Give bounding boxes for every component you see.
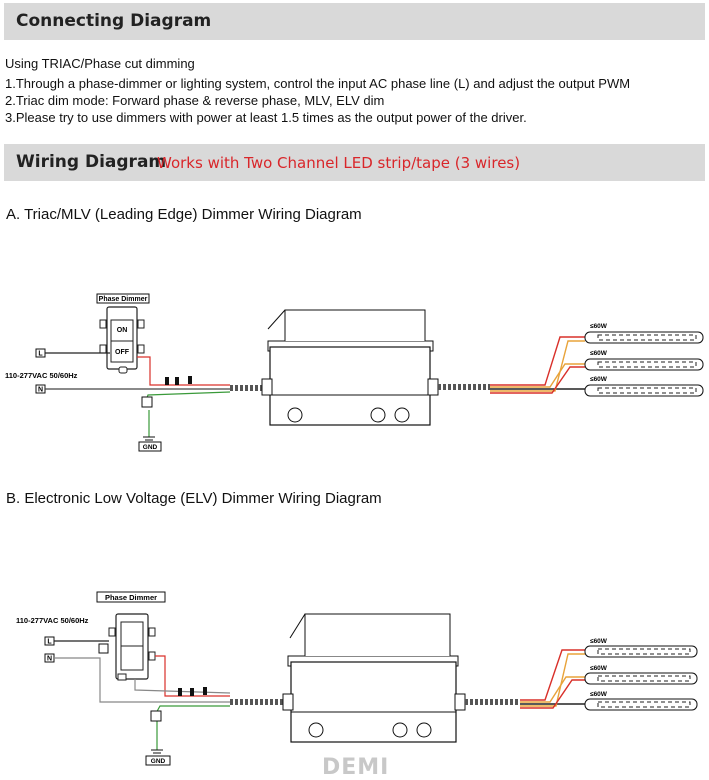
gnd-label-a: GND: [143, 444, 158, 451]
on-label: ON: [117, 327, 128, 334]
voltage-label-b: 110-277VAC 50/60Hz: [16, 616, 89, 625]
instruction-2: 2.Triac dim mode: Forward phase & revers…: [5, 93, 385, 108]
led-driver-a: [261, 309, 439, 426]
instruction-1: 1.Through a phase-dimmer or lighting sys…: [5, 76, 631, 91]
n-terminal-b: N: [47, 656, 52, 663]
n-terminal-a: N: [38, 387, 43, 394]
wiring-diagram-note: Works with Two Channel LED strip/tape (3…: [157, 154, 521, 172]
strip-power-1-a: ≤60W: [590, 323, 608, 330]
off-label: OFF: [115, 349, 130, 356]
strip-power-2-b: ≤60W: [590, 665, 608, 672]
gnd-label-b: GND: [151, 758, 166, 765]
l-terminal-b: L: [47, 639, 52, 646]
led-driver-b: [282, 613, 466, 743]
strip-power-2-a: ≤60W: [590, 350, 608, 357]
led-strips-a: ≤60W ≤60W ≤60W: [584, 323, 704, 397]
strip-power-1-b: ≤60W: [590, 638, 608, 645]
strip-power-3-a: ≤60W: [590, 376, 608, 383]
strip-power-3-b: ≤60W: [590, 691, 608, 698]
l-terminal-a: L: [38, 351, 43, 358]
diagram-b-heading: B. Electronic Low Voltage (ELV) Dimmer W…: [6, 490, 382, 507]
phase-dimmer-b: Phase Dimmer: [96, 591, 166, 681]
instruction-3: 3.Please try to use dimmers with power a…: [5, 110, 527, 125]
connecting-diagram-title: Connecting Diagram: [16, 11, 212, 31]
wiring-diagram-banner: Wiring Diagram Works with Two Channel LE…: [4, 144, 705, 181]
diagram-a: Phase Dimmer ON OFF 110-277VAC 50/60Hz L…: [5, 293, 704, 452]
phase-dimmer-label: Phase Dimmer: [99, 296, 148, 303]
connecting-diagram-banner: Connecting Diagram: [4, 3, 705, 40]
led-strips-b: ≤60W ≤60W ≤60W: [584, 638, 698, 711]
wiring-diagram-title: Wiring Diagram: [16, 152, 167, 172]
diagram-b: Phase Dimmer 110-277VAC 50/60Hz L N GND: [16, 591, 698, 766]
dimming-intro: Using TRIAC/Phase cut dimming: [5, 56, 195, 71]
phase-dimmer-a: Phase Dimmer ON OFF: [96, 293, 150, 374]
voltage-label-a: 110-277VAC 50/60Hz: [5, 371, 78, 380]
demi-logo: DEMI: [322, 755, 390, 780]
phase-dimmer-label-b: Phase Dimmer: [105, 593, 157, 602]
diagram-a-heading: A. Triac/MLV (Leading Edge) Dimmer Wirin…: [6, 206, 362, 223]
